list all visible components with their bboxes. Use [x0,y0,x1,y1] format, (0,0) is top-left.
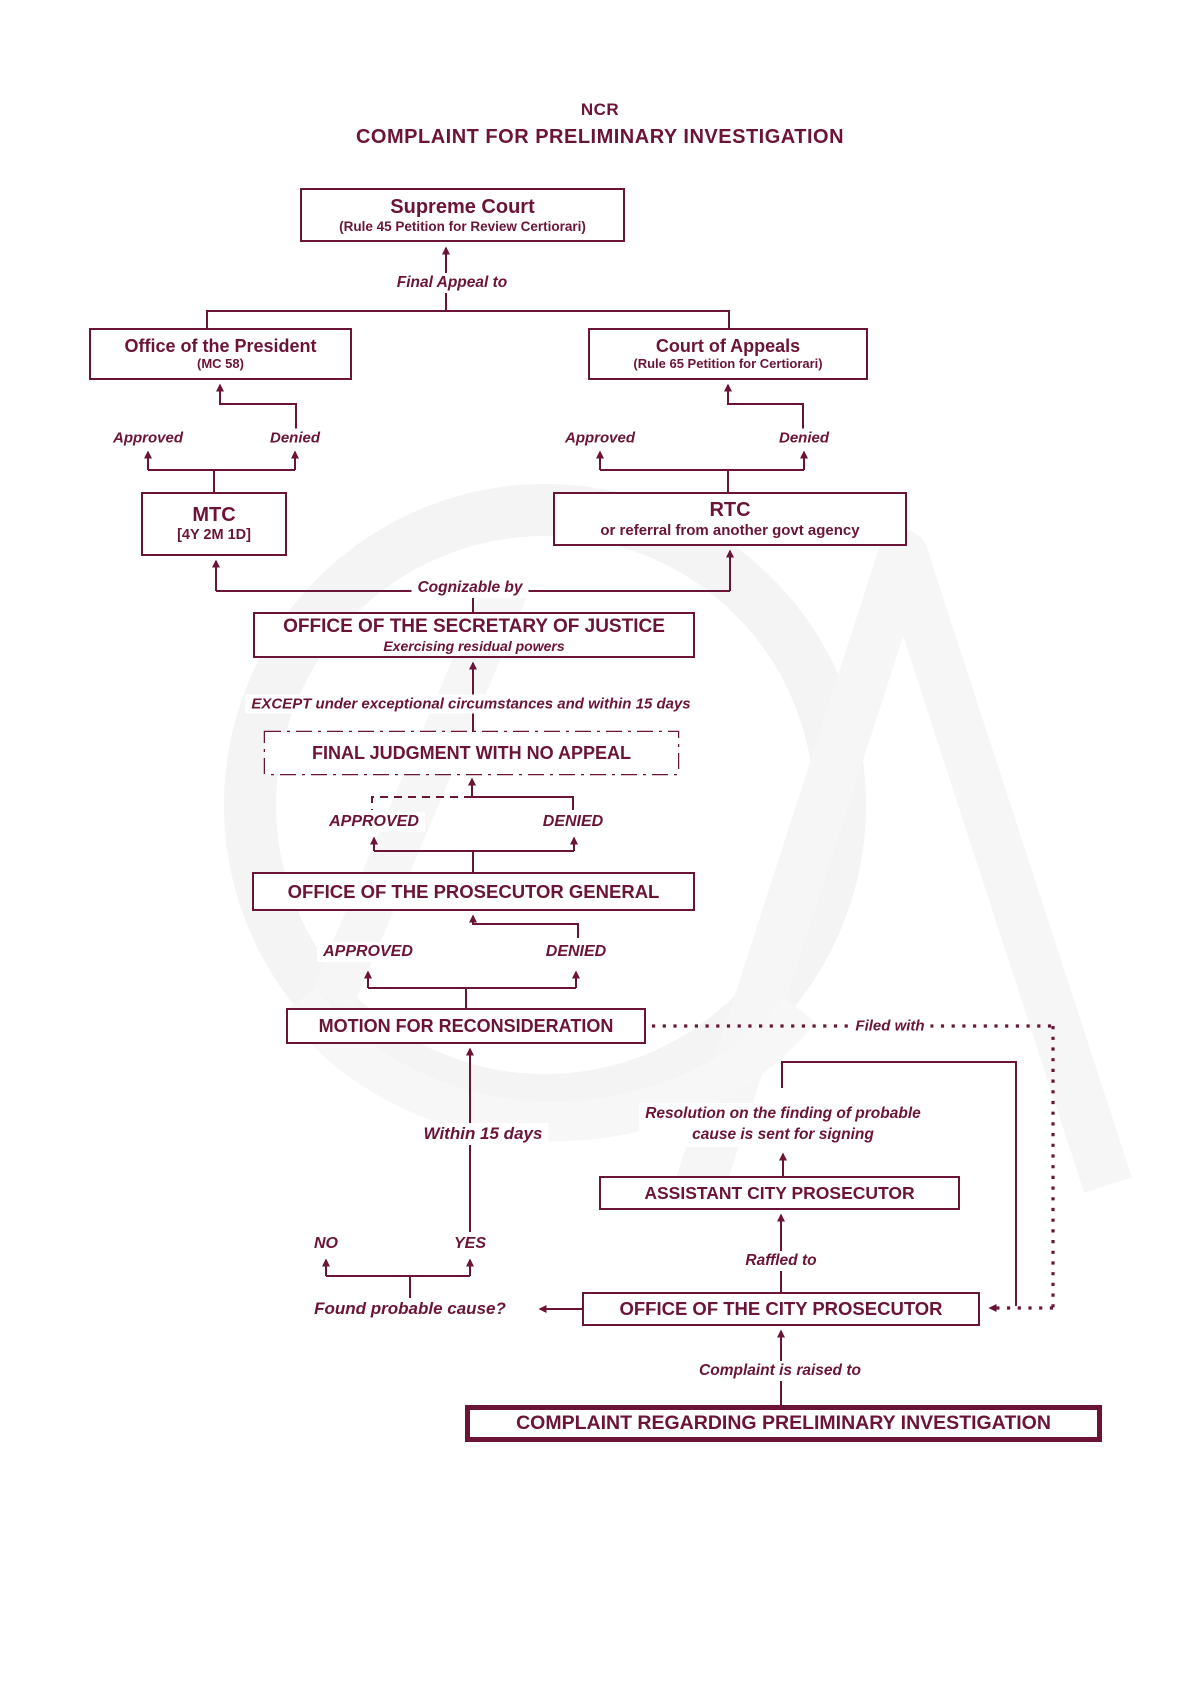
node-final-judgment: FINAL JUDGMENT WITH NO APPEAL [265,732,678,774]
edge-denied-to-office-president [216,383,297,429]
node-supreme-court-subtitle: (Rule 45 Petition for Review Certiorari) [339,218,586,234]
node-supreme-court-title: Supreme Court [390,195,535,218]
edge-motion-fork-approved-denied [364,970,580,1008]
node-secretary-justice: OFFICE OF THE SECRETARY OF JUSTICE Exerc… [253,612,695,658]
node-mtc-subtitle: [4Y 2M 1D] [177,527,251,544]
node-court-appeals-subtitle: (Rule 65 Petition for Certiorari) [633,355,823,371]
edge-denied-to-prosecutor-general [469,914,579,938]
edge-label-denied-office-president: Denied [263,428,327,448]
final-judgment-box-border [263,730,680,776]
node-assistant-city-prosecutor: ASSISTANT CITY PROSECUTOR [599,1176,960,1210]
edge-prosecutor-general-up-fork [370,836,578,872]
node-mtc: MTC [4Y 2M 1D] [141,492,287,556]
edge-filed-with-dotted [652,1024,1055,1312]
edge-label-no: NO [308,1234,344,1254]
edge-denied-to-court-appeals [724,383,804,429]
edge-label-resolution-line1: Resolution on the finding of probable [645,1105,921,1123]
edge-label-approved-office-president: Approved [106,428,190,448]
node-office-city-prosecutor: OFFICE OF THE CITY PROSECUTOR [582,1292,980,1326]
node-court-appeals-title: Court of Appeals [655,336,801,357]
node-supreme-court: Supreme Court (Rule 45 Petition for Revi… [300,188,625,242]
edge-label-denied-court-appeals: Denied [772,428,836,448]
edge-label-within-15-days: Within 15 days [417,1123,549,1145]
node-prosecutor-general: OFFICE OF THE PROSECUTOR GENERAL [252,872,695,911]
edge-final-appeal-to-supreme-court [206,246,730,328]
edge-label-denied-final-judgment: DENIED [536,812,610,832]
edge-final-judgment-fork [371,777,574,810]
edge-label-approved-court-appeals: Approved [558,428,642,448]
edge-rtc-fork-approved-denied [596,450,808,492]
node-assistant-city-prosecutor-title: ASSISTANT CITY PROSECUTOR [644,1182,915,1203]
edge-resolution-signing-loop [781,1061,1017,1306]
node-secretary-justice-subtitle: Exercising residual powers [383,637,565,654]
node-office-city-prosecutor-title: OFFICE OF THE CITY PROSECUTOR [619,1298,943,1320]
edge-label-found-probable-cause: Found probable cause? [308,1298,512,1320]
node-mtc-title: MTC [192,504,236,527]
node-complaint-preliminary-investigation: COMPLAINT REGARDING PRELIMINARY INVESTIG… [465,1405,1102,1442]
node-prosecutor-general-title: OFFICE OF THE PROSECUTOR GENERAL [287,880,660,902]
edge-label-cognizable-by: Cognizable by [411,578,529,598]
node-rtc: RTC or referral from another govt agency [553,492,907,546]
edge-label-except-note: EXCEPT under exceptional circumstances a… [245,694,697,714]
node-office-president-title: Office of the President [124,336,317,357]
node-secretary-justice-title: OFFICE OF THE SECRETARY OF JUSTICE [283,616,665,638]
edge-label-filed-with: Filed with [849,1016,931,1036]
node-motion-reconsideration-title: MOTION FOR RECONSIDERATION [318,1015,614,1036]
page-title-complaint: COMPLAINT FOR PRELIMINARY INVESTIGATION [355,126,845,148]
edge-label-complaint-raised-to: Complaint is raised to [693,1361,867,1381]
edge-label-approved-prosecutor-general: APPROVED [317,942,419,962]
node-office-president-subtitle: (MC 58) [197,355,244,371]
node-rtc-title: RTC [709,498,751,521]
edge-label-yes: YES [447,1234,493,1254]
edge-label-approved-final-judgment: APPROVED [323,812,425,832]
edge-label-resolution-line2: cause is sent for signing [692,1126,874,1143]
edge-label-denied-prosecutor-general: DENIED [539,942,613,962]
edge-no-yes-fork [322,1258,474,1298]
node-complaint-title: COMPLAINT REGARDING PRELIMINARY INVESTIG… [516,1412,1051,1435]
node-rtc-subtitle: or referral from another govt agency [600,521,860,539]
node-final-judgment-title: FINAL JUDGMENT WITH NO APPEAL [312,742,631,763]
node-motion-reconsideration: MOTION FOR RECONSIDERATION [286,1008,646,1044]
edge-label-raffled-to: Raffled to [739,1251,823,1271]
node-office-president: Office of the President (MC 58) [89,328,352,380]
edge-mtc-fork-approved-denied [144,450,299,492]
edge-label-resolution-signing: Resolution on the finding of probable ca… [639,1103,927,1147]
node-court-appeals: Court of Appeals (Rule 65 Petition for C… [588,328,868,380]
edge-label-final-appeal-to: Final Appeal to [390,273,514,293]
page-title-ncr: NCR [580,100,620,119]
